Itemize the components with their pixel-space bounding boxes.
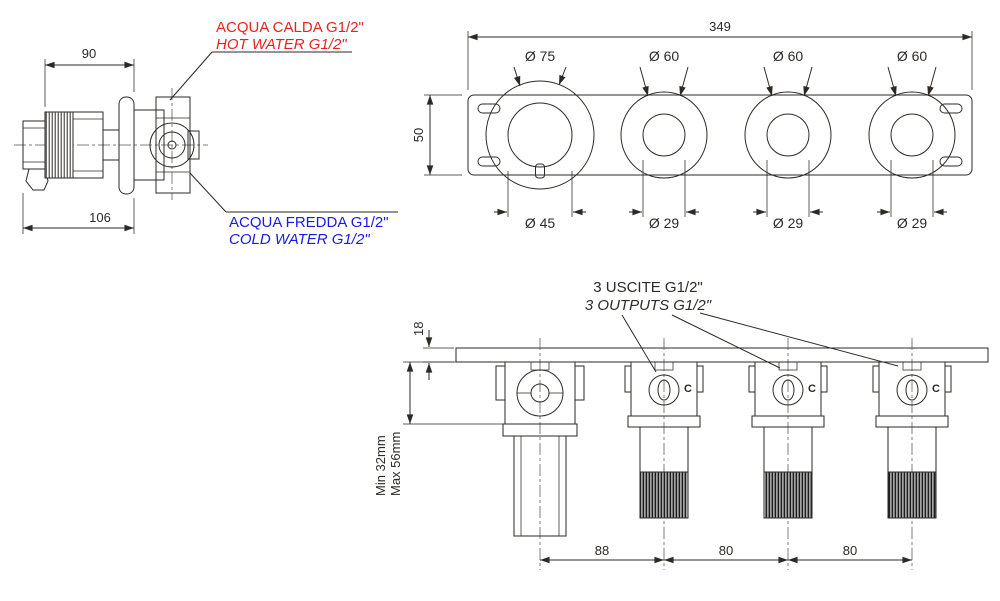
outputs-label-en: 3 OUTPUTS G1/2": [585, 297, 712, 314]
handle-lever: [25, 168, 49, 191]
plate-slot: [939, 103, 963, 114]
output-valve-body-2: C: [748, 338, 828, 570]
top-view-dimensions: 18 Min 32mm Max 56mm 88 80 80: [373, 322, 912, 564]
side-view-dimensions: 90 106: [22, 46, 135, 234]
mounting-plate: [467, 94, 973, 176]
front-view-dimensions: 349 50 Ø 75 Ø 60 Ø 60 Ø 60 Ø 45 Ø 29: [411, 19, 973, 231]
dim-knob4-inner: Ø 29: [897, 215, 928, 231]
thermostatic-valve-body: [495, 338, 585, 570]
output-valve-body-1: C: [624, 338, 704, 570]
dim-knob4-outer: Ø 60: [897, 48, 928, 64]
plate-slot: [477, 156, 501, 167]
output-valve-body-3: C: [872, 338, 952, 570]
dim-depth-min: Min 32mm: [373, 435, 388, 496]
cartridge-circle: [149, 122, 195, 168]
port-mark-2: C: [808, 383, 816, 395]
dim-knob3-inner: Ø 29: [773, 215, 804, 231]
dim-spacing-2: 80: [719, 543, 733, 558]
plate-slot: [939, 156, 963, 167]
dim-knob2-inner: Ø 29: [649, 215, 680, 231]
knob-output-1: [620, 91, 708, 179]
knob-thermostat: [485, 80, 595, 190]
dim-50: 50: [411, 128, 426, 142]
port-mark-1: C: [684, 383, 692, 395]
side-view: [14, 88, 208, 200]
dim-knob1-outer: Ø 75: [525, 48, 556, 64]
wall-plate-side: [118, 96, 135, 195]
cold-water-label-en: COLD WATER G1/2": [229, 231, 370, 248]
dim-spacing-3: 80: [843, 543, 857, 558]
knob-output-3: [868, 91, 956, 179]
cold-water-label-it: ACQUA FREDDA G1/2": [229, 214, 389, 231]
outlet-port: [187, 130, 200, 160]
dim-depth-max: Max 56mm: [388, 432, 403, 496]
dim-106: 106: [89, 210, 111, 225]
dim-349: 349: [709, 19, 731, 34]
handle-knurl: [44, 111, 74, 179]
dim-knob2-outer: Ø 60: [649, 48, 680, 64]
valve-body-block: [133, 109, 165, 181]
hot-water-callout: ACQUA CALDA G1/2" HOT WATER G1/2": [169, 19, 364, 101]
dim-spacing-1: 88: [595, 543, 609, 558]
front-view: [467, 80, 973, 190]
dim-knob1-inner: Ø 45: [525, 215, 556, 231]
hot-water-label-it: ACQUA CALDA G1/2": [216, 19, 364, 36]
dim-90: 90: [82, 46, 96, 61]
knob-output-2: [744, 91, 832, 179]
outputs-callout: 3 USCITE G1/2" 3 OUTPUTS G1/2": [585, 279, 899, 373]
dim-18: 18: [411, 322, 426, 336]
port-mark-3: C: [932, 383, 940, 395]
cold-water-callout: ACQUA FREDDA G1/2" COLD WATER G1/2": [189, 172, 398, 248]
plate-slot: [477, 103, 501, 114]
top-view: C C C: [455, 338, 989, 570]
outputs-label-it: 3 USCITE G1/2": [593, 279, 703, 296]
hot-water-label-en: HOT WATER G1/2": [216, 36, 347, 53]
dim-knob3-outer: Ø 60: [773, 48, 804, 64]
mounting-plate-edge: [455, 347, 989, 363]
